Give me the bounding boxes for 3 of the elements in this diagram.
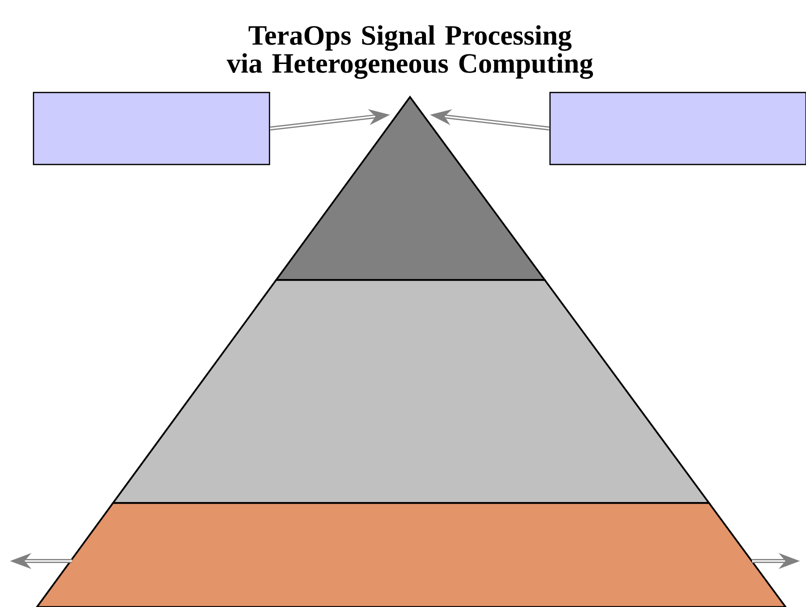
panel-box: [549, 92, 806, 166]
panel-box: [32, 92, 270, 166]
title: TeraOps Signal Processing via Heterogeneous Computing: [226, 25, 593, 79]
